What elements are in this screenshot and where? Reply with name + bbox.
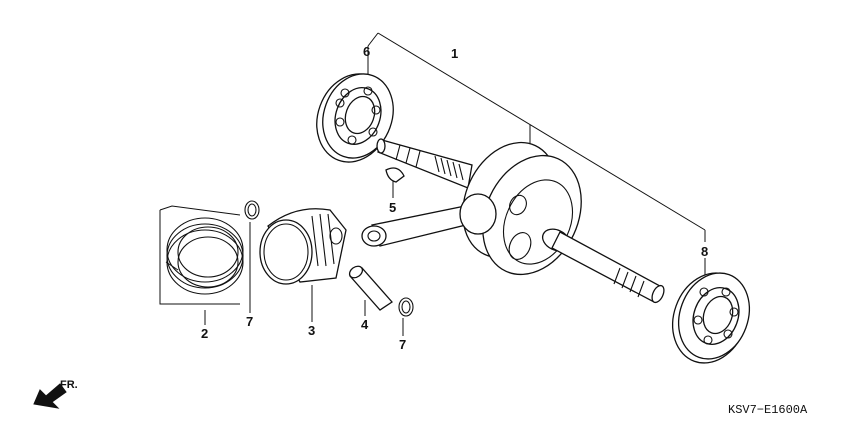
diagram-code: KSV7−E1600A [728,403,808,417]
piston-rings [159,205,244,305]
callout-piston-rings: 2 [201,326,208,341]
left-bearing [316,73,394,163]
piston-pin [348,265,393,311]
callout-crankshaft: 1 [451,46,458,61]
front-label: FR. [60,379,78,391]
front-direction-arrow-icon: FR. [33,379,78,409]
right-bearing [672,272,750,364]
callout-woodruff-key: 5 [389,200,396,215]
callout-piston-pin: 4 [361,317,369,332]
leader-lines [204,32,706,336]
callouts: 1 6 5 8 2 7 3 4 7 [201,44,708,352]
piston-pin-clip-left [244,200,260,220]
woodruff-key [385,167,405,183]
callout-left-bearing: 6 [363,44,370,59]
callout-piston: 3 [308,323,315,338]
callout-clip-right: 7 [399,337,406,352]
piston-pin-clip-right [398,297,414,317]
crankshaft [361,138,665,304]
callout-clip-left: 7 [246,314,253,329]
piston [259,208,347,285]
callout-right-bearing: 8 [701,244,708,259]
